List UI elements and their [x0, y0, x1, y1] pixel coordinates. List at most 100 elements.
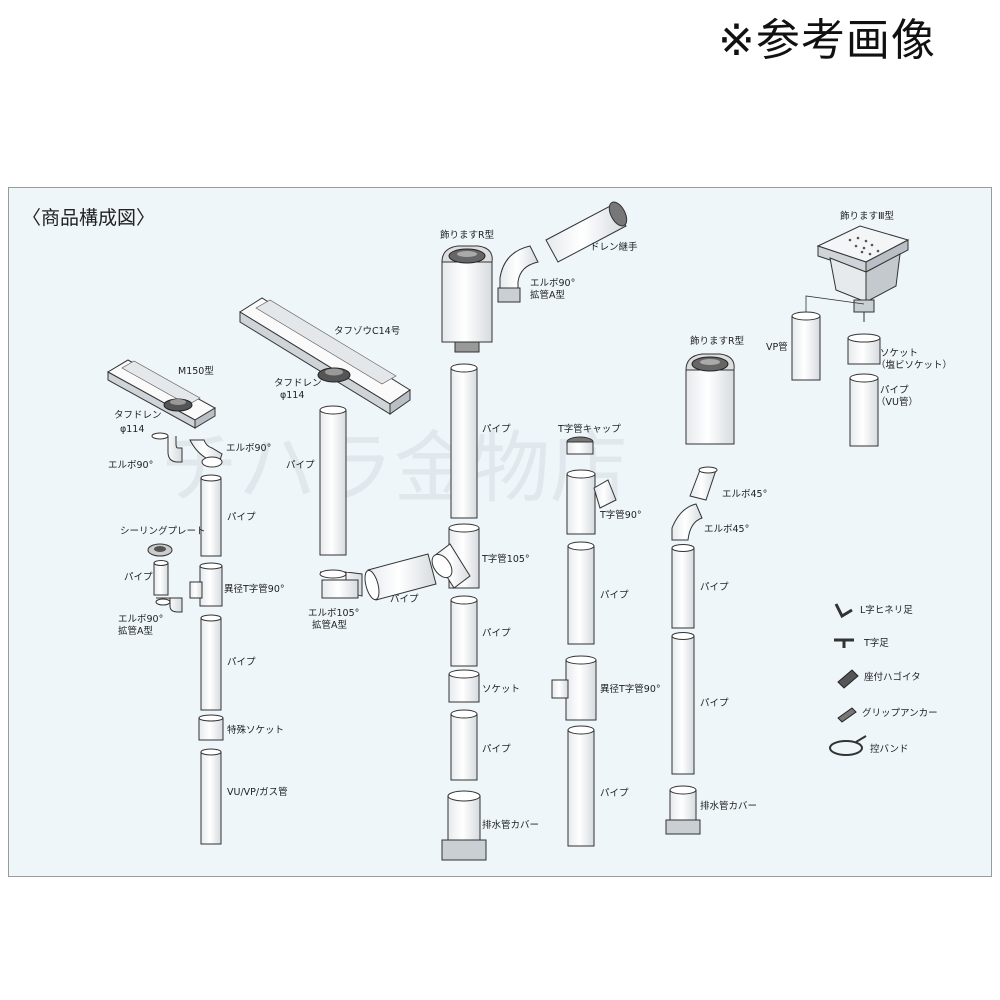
- label-elbow105: エルボ105°: [308, 608, 359, 619]
- watermark-text: チハラ金物店: [160, 424, 628, 514]
- elbow-45-upper: [689, 466, 718, 501]
- label-elbow90-col3: エルボ90°: [530, 278, 575, 289]
- label-pipe-c3-1: パイプ: [482, 424, 511, 435]
- label-pipe-c1-1: パイプ: [227, 512, 256, 523]
- label-tee-105: T字管105°: [481, 553, 530, 565]
- label-expanded-a-3: 拡管A型: [530, 289, 565, 301]
- label-pipe-vu-1: パイプ: [880, 385, 909, 396]
- label-tafuzou: タフゾウC14号: [334, 326, 400, 337]
- pipe-col1-top: [200, 474, 222, 557]
- drain-pipe-cover-2: [665, 785, 701, 835]
- elbow-90-left: [151, 432, 183, 463]
- tee-cap: [566, 436, 594, 455]
- elbow-90-right: [189, 439, 223, 468]
- label-expanded-a-2: 拡管A型: [312, 619, 347, 631]
- label-l-twist-leg: L字ヒネリ足: [860, 604, 913, 616]
- gutter-c14: [239, 297, 411, 415]
- label-socket-pvc-2: （塩ビソケット）: [876, 359, 952, 371]
- panel-title: 〈商品構成図〉: [22, 207, 156, 229]
- pipe-col1-mid: [200, 614, 222, 711]
- label-sealing-plate: シーリングプレート: [120, 525, 206, 537]
- label-special-socket: 特殊ソケット: [227, 724, 284, 736]
- grip-anchor: [837, 707, 857, 723]
- label-drain-cover-1: 排水管カバー: [482, 819, 539, 831]
- special-socket: [198, 714, 224, 741]
- stay-band: [829, 735, 867, 756]
- pipe-col5-low: [671, 632, 695, 775]
- pipe-vu: [849, 373, 879, 447]
- pipe-col5-top: [671, 544, 695, 629]
- tafudoren-drain-2: [317, 367, 351, 383]
- elbow-45-lower: [671, 503, 703, 541]
- label-socket-pvc-1: ソケット: [880, 348, 918, 359]
- label-pipe-c2: パイプ: [286, 460, 315, 471]
- label-t-leg: T字足: [863, 637, 889, 649]
- elbow-90-expanded-a: [155, 597, 183, 613]
- socket-col3: [448, 669, 480, 703]
- label-pipe-c5-2: パイプ: [700, 698, 729, 709]
- label-tee-90: T字管90°: [599, 509, 642, 521]
- l-twist-leg: [834, 603, 853, 619]
- seated-hagoita: [837, 669, 859, 689]
- elbow-90-expanded-a-col3: [497, 245, 539, 303]
- label-phi114-2: φ114: [280, 390, 304, 401]
- label-m150: M150型: [178, 366, 214, 377]
- label-tafudoren-2: タフドレン: [274, 378, 322, 389]
- label-kazarimasu-r-2: 飾りますR型: [690, 335, 745, 347]
- vp-pipe: [791, 311, 821, 381]
- tafudoren-drain-1: [163, 398, 193, 412]
- sealing-plate: [147, 543, 173, 557]
- label-grip-anchor: グリップアンカー: [862, 707, 938, 719]
- label-pipe-diagonal: パイプ: [390, 594, 419, 605]
- reducing-tee-90-col4: [551, 655, 597, 721]
- pipe-col4-top: [567, 541, 595, 645]
- drain-pipe-cover-1: [441, 790, 487, 861]
- tee-90: [566, 469, 617, 535]
- label-socket-c3: ソケット: [482, 684, 520, 695]
- label-reducing-tee: 異径T字管90°: [224, 583, 285, 595]
- pipe-col3-low: [450, 709, 478, 781]
- label-kazarimasu-r-1: 飾りますR型: [440, 229, 495, 241]
- label-stay-band: 控バンド: [870, 743, 908, 755]
- label-vu-vp-gas: VU/VP/ガス管: [227, 786, 288, 798]
- label-kazarimasu-iii: 飾りますⅢ型: [840, 210, 895, 222]
- label-vp-pipe: VP管: [766, 341, 788, 353]
- label-pipe-c4-1: パイプ: [600, 590, 629, 601]
- label-elbow90-right: エルボ90°: [226, 443, 271, 454]
- pipe-col4-low: [567, 725, 595, 847]
- t-leg: [834, 638, 854, 648]
- pipe-col3-mid: [450, 595, 478, 667]
- label-pipe-c3-3: パイプ: [482, 744, 511, 755]
- elbow-105-expanded-a: [319, 569, 363, 599]
- label-elbow45-2: エルボ45°: [704, 524, 749, 535]
- label-pipe-c5-1: パイプ: [700, 582, 729, 593]
- label-phi114-1: φ114: [120, 424, 144, 435]
- label-seated-hagoita: 座付ハゴイタ: [864, 671, 921, 683]
- label-drain-cover-2: 排水管カバー: [700, 800, 757, 812]
- label-elbow45-1: エルボ45°: [722, 489, 767, 500]
- label-elbow90-expanded: エルボ90°: [118, 614, 163, 625]
- reducing-tee-90: [189, 562, 223, 607]
- label-tee-cap: T字管キャップ: [557, 423, 621, 435]
- label-pipe-small: パイプ: [124, 572, 153, 583]
- label-elbow90-left: エルボ90°: [108, 460, 153, 471]
- label-tafudoren-1: タフドレン: [114, 410, 162, 421]
- drain-joint: [545, 201, 628, 263]
- label-pipe-c1-2: パイプ: [227, 657, 256, 668]
- kazarimasu-iii: [805, 225, 910, 322]
- label-pipe-c4-2: パイプ: [600, 788, 629, 799]
- pipe-small: [153, 560, 169, 596]
- reference-image-note: ※参考画像: [718, 15, 936, 66]
- kazarimasu-r-1: [441, 245, 493, 353]
- tee-105: [431, 523, 480, 589]
- label-pipe-c3-2: パイプ: [482, 628, 511, 639]
- pipe-col3-top: [450, 363, 478, 519]
- socket-pvc: [847, 333, 881, 365]
- label-pipe-vu-2: （VU管）: [876, 396, 918, 408]
- label-drain-joint: ドレン継手: [590, 241, 638, 253]
- pipe-diagonal: [364, 553, 437, 601]
- label-expanded-a-1: 拡管A型: [118, 625, 153, 637]
- pipe-vu-vp-gas: [200, 748, 222, 845]
- label-reducing-tee-2: 異径T字管90°: [600, 683, 661, 695]
